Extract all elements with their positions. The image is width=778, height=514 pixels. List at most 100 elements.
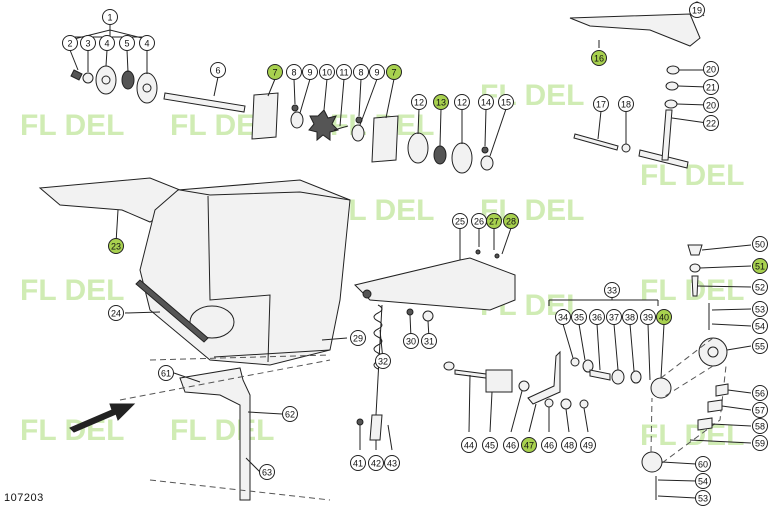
callout-label: 41 bbox=[353, 459, 363, 469]
callout-circle bbox=[411, 94, 427, 110]
callout-5: 5 bbox=[119, 35, 135, 51]
callout-15: 15 bbox=[498, 94, 514, 110]
callout-19: 19 bbox=[689, 2, 705, 18]
callout-label: 4 bbox=[104, 39, 109, 49]
plate-part bbox=[485, 369, 513, 393]
bearing-part bbox=[433, 145, 447, 165]
callout-36: 36 bbox=[589, 309, 605, 325]
link-part bbox=[715, 383, 729, 397]
callout-63: 63 bbox=[259, 464, 275, 480]
callout-circle bbox=[695, 456, 711, 472]
bush-part bbox=[290, 111, 304, 129]
callout-circle bbox=[703, 115, 719, 131]
nut-part bbox=[582, 359, 594, 373]
callout-circle bbox=[454, 94, 470, 110]
flange-hole bbox=[101, 75, 111, 85]
callout-7: 7 bbox=[386, 64, 402, 80]
callout-40: 40 bbox=[656, 309, 672, 325]
callout-20: 20 bbox=[703, 61, 719, 77]
callout-circle bbox=[695, 490, 711, 506]
support-arm-part bbox=[354, 257, 516, 311]
hidden-outline bbox=[119, 354, 331, 501]
callout-22: 22 bbox=[703, 115, 719, 131]
bolt-part bbox=[291, 104, 299, 112]
callout-label: 59 bbox=[755, 439, 765, 449]
callout-label: 34 bbox=[558, 313, 568, 323]
link-part bbox=[697, 417, 713, 431]
callout-label: 20 bbox=[706, 65, 716, 75]
plate-part bbox=[371, 115, 399, 163]
callout-label: 33 bbox=[607, 286, 617, 296]
callout-59: 59 bbox=[752, 435, 768, 451]
callout-51: 51 bbox=[752, 258, 768, 274]
direction-arrow-icon bbox=[69, 403, 136, 433]
callout-circle bbox=[119, 35, 135, 51]
callout-label: 42 bbox=[371, 459, 381, 469]
callout-circle bbox=[433, 94, 449, 110]
callout-circle bbox=[622, 309, 638, 325]
callout-label: 57 bbox=[755, 406, 765, 416]
callout-label: 7 bbox=[272, 68, 277, 78]
callout-4: 4 bbox=[139, 35, 155, 51]
callout-circle bbox=[571, 309, 587, 325]
callout-14: 14 bbox=[478, 94, 494, 110]
callout-label: 52 bbox=[755, 283, 765, 293]
callout-circle bbox=[561, 437, 577, 453]
callout-54: 54 bbox=[752, 318, 768, 334]
callout-label: 28 bbox=[506, 217, 516, 227]
callout-label: 30 bbox=[406, 337, 416, 347]
nut-part bbox=[664, 99, 678, 109]
callout-13: 13 bbox=[433, 94, 449, 110]
callout-label: 53 bbox=[755, 305, 765, 315]
callout-24: 24 bbox=[108, 305, 124, 321]
bolt-part bbox=[691, 275, 699, 297]
hopper-housing bbox=[139, 179, 351, 366]
cover-part bbox=[569, 13, 701, 47]
callout-label: 15 bbox=[501, 98, 511, 108]
callout-circle bbox=[421, 333, 437, 349]
callout-circle bbox=[752, 318, 768, 334]
bolt-long-part bbox=[454, 369, 487, 379]
callout-circle bbox=[656, 309, 672, 325]
pin-part bbox=[333, 125, 349, 131]
callout-2: 2 bbox=[62, 35, 78, 51]
callout-circle bbox=[604, 282, 620, 298]
callout-circle bbox=[580, 437, 596, 453]
callout-label: 61 bbox=[161, 369, 171, 379]
belt-part bbox=[135, 279, 209, 343]
callout-4: 4 bbox=[99, 35, 115, 51]
callout-45: 45 bbox=[482, 437, 498, 453]
flange-part bbox=[95, 65, 117, 95]
watermark-text: FL DEL bbox=[480, 79, 584, 112]
housing-edge bbox=[213, 349, 331, 358]
callout-circle bbox=[350, 330, 366, 346]
callout-circle bbox=[695, 473, 711, 489]
washer-part bbox=[579, 399, 589, 409]
callout-circle bbox=[752, 236, 768, 252]
callout-37: 37 bbox=[606, 309, 622, 325]
callout-21: 21 bbox=[703, 79, 719, 95]
callout-17: 17 bbox=[593, 96, 609, 112]
callout-label: 43 bbox=[387, 459, 397, 469]
callout-label: 55 bbox=[755, 342, 765, 352]
callout-label: 2 bbox=[67, 39, 72, 49]
callout-44: 44 bbox=[461, 437, 477, 453]
callout-1: 1 bbox=[102, 9, 118, 25]
callout-circle bbox=[139, 35, 155, 51]
lever-part bbox=[527, 350, 561, 405]
bolt-part bbox=[475, 249, 481, 255]
callout-circle bbox=[452, 213, 468, 229]
callout-12: 12 bbox=[411, 94, 427, 110]
callout-12: 12 bbox=[454, 94, 470, 110]
callout-circle bbox=[102, 9, 118, 25]
flange-part bbox=[136, 72, 158, 104]
callout-circle bbox=[555, 309, 571, 325]
callout-32: 32 bbox=[375, 353, 391, 369]
housing-edge bbox=[207, 195, 271, 363]
callout-label: 17 bbox=[596, 100, 606, 110]
callout-circle bbox=[384, 455, 400, 471]
callout-circle bbox=[403, 333, 419, 349]
